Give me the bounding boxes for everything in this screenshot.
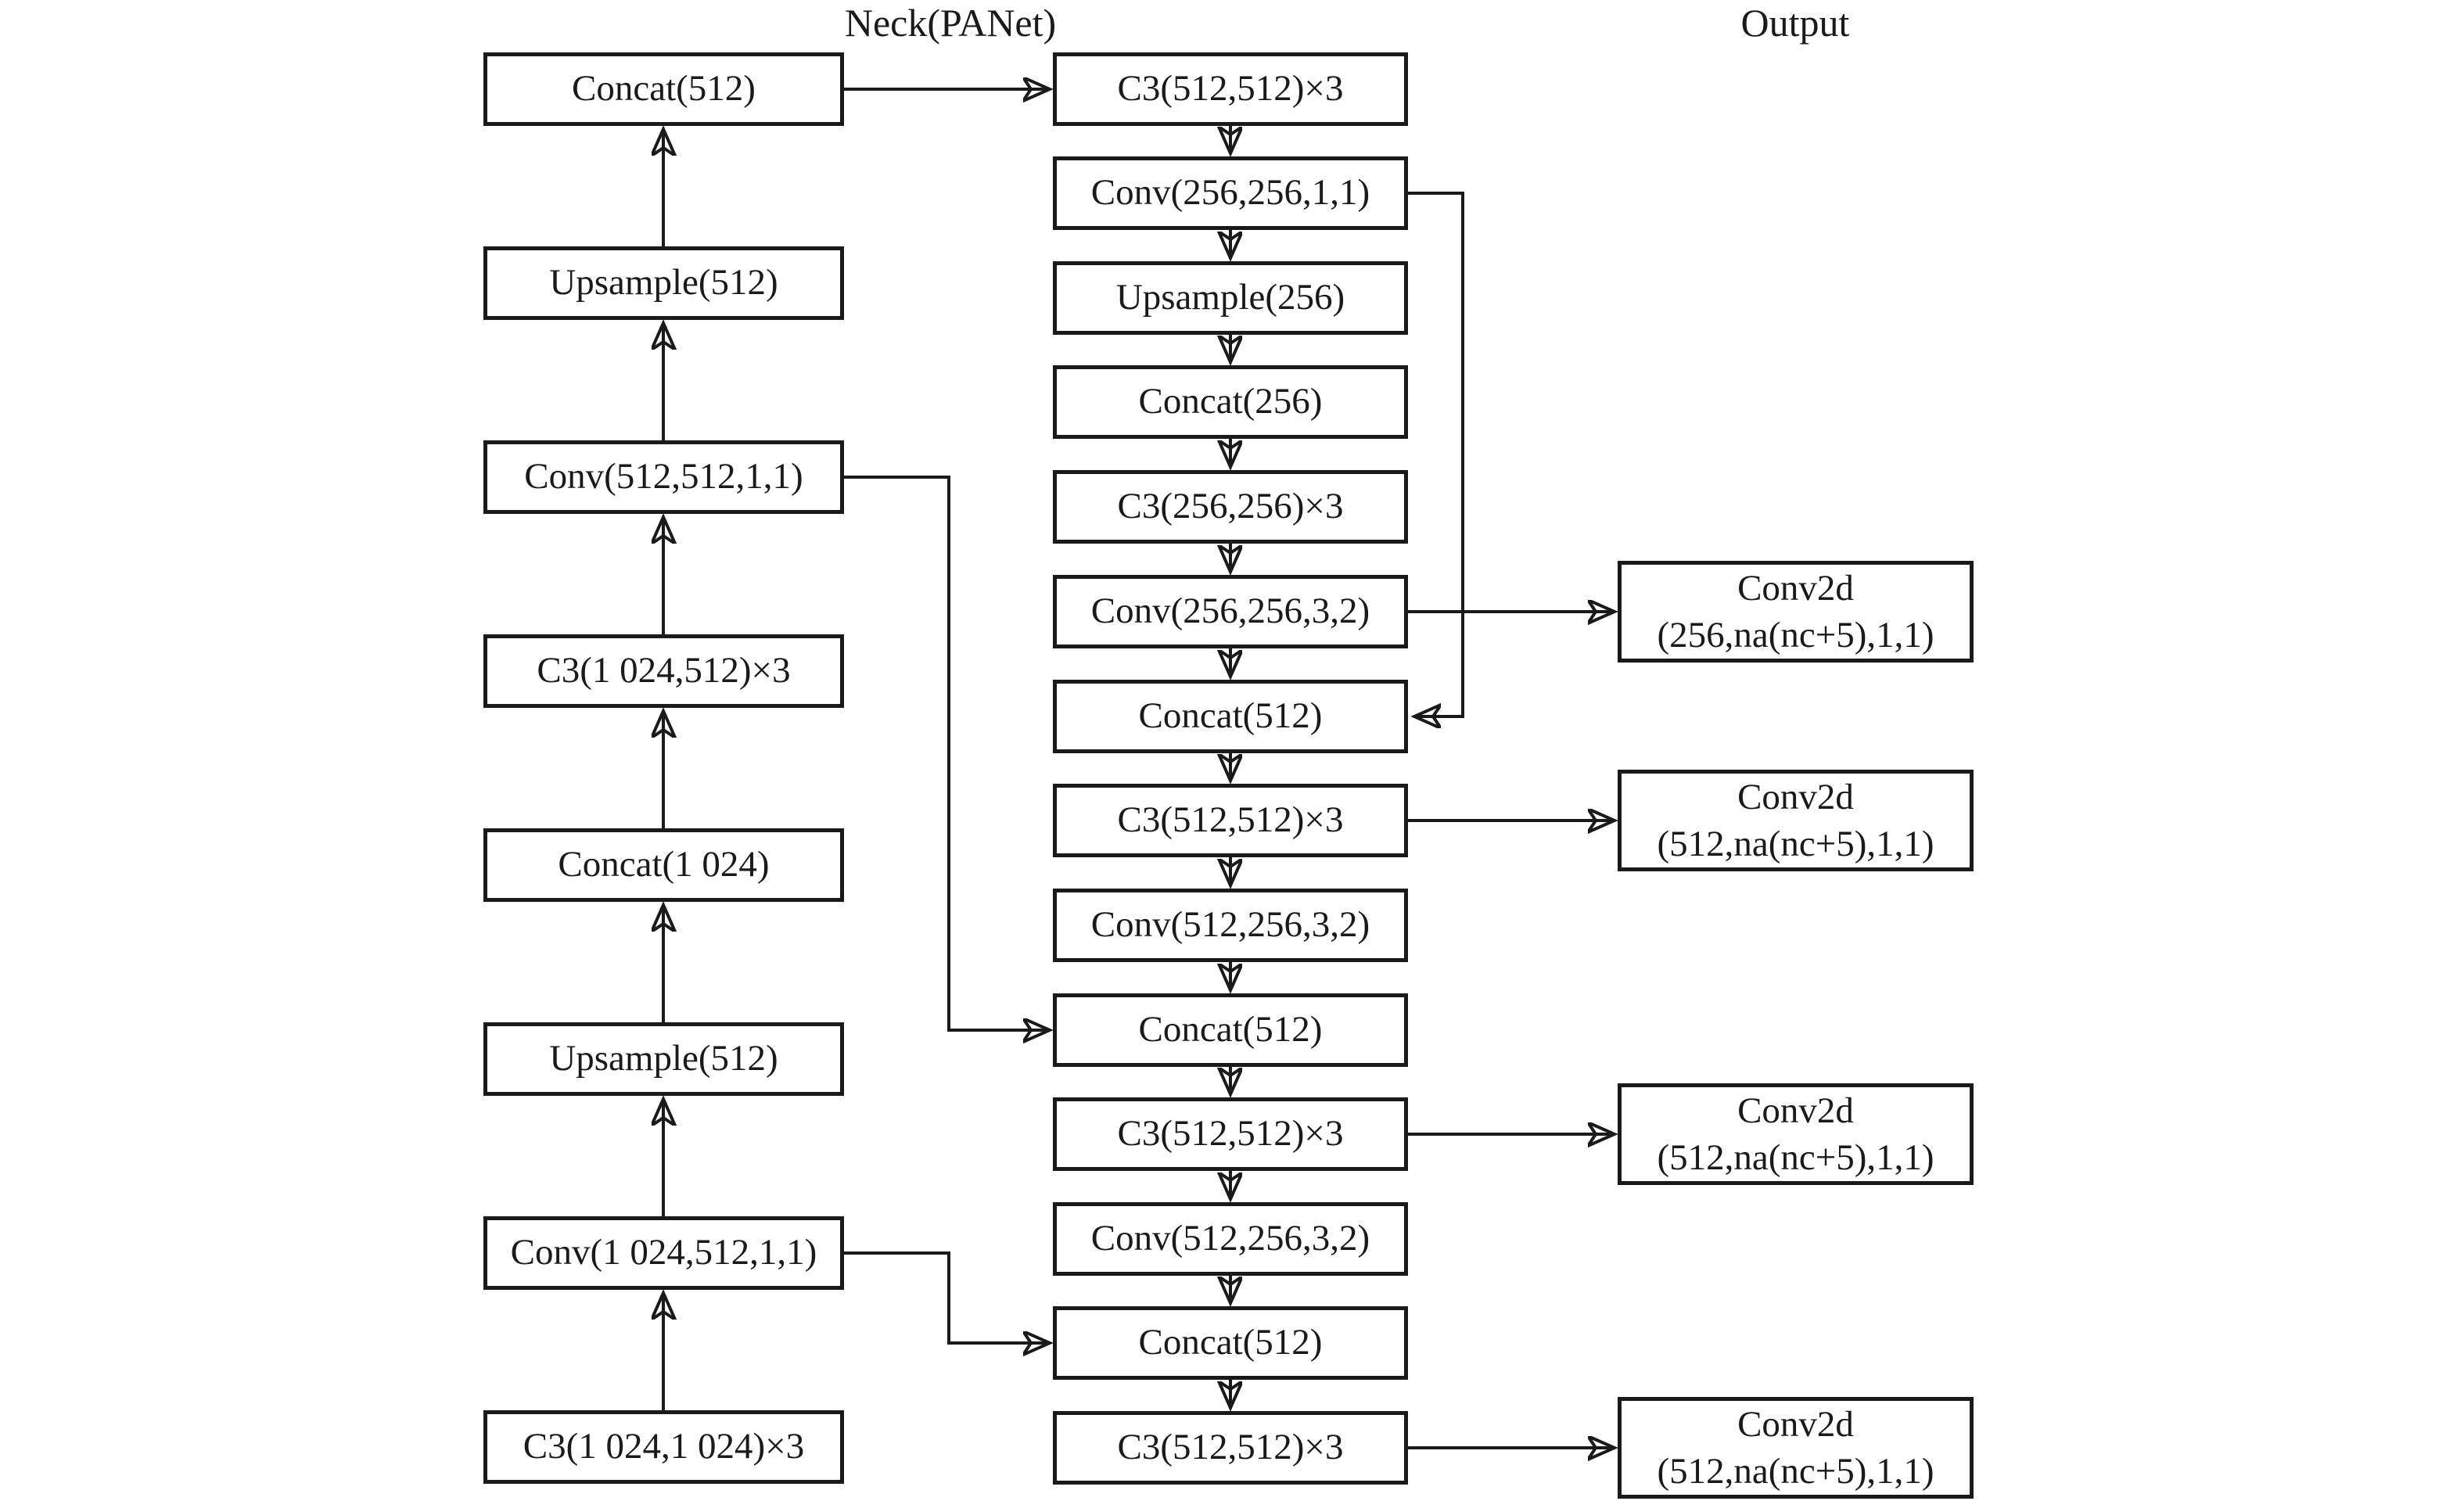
node-c3-512-512-3: C3(512,512)×3 — [1053, 1097, 1408, 1171]
node-concat-256: Concat(256) — [1053, 365, 1408, 439]
node-c3-1024-1024: C3(1 024,1 024)×3 — [483, 1410, 844, 1484]
node-concat-512-c: Concat(512) — [1053, 1306, 1408, 1380]
output-section-title: Output — [1740, 1, 1850, 45]
node-conv-256-256-3-2: Conv(256,256,3,2) — [1053, 575, 1408, 648]
node-c3-256-256: C3(256,256)×3 — [1053, 470, 1408, 544]
arrow-l7-m13-skip — [844, 1251, 1050, 1343]
node-conv-512-256-3-2-b: Conv(512,256,3,2) — [1053, 1202, 1408, 1276]
node-concat-512-a: Concat(512) — [1053, 680, 1408, 753]
node-c3-512-512-2: C3(512,512)×3 — [1053, 784, 1408, 857]
node-conv-512-512-1-1: Conv(512,512,1,1) — [483, 440, 844, 514]
node-conv-256-256-1-1: Conv(256,256,1,1) — [1053, 156, 1408, 230]
conv2d-head-4-line1: Conv2d — [1737, 1403, 1854, 1445]
arrow-m2-m7-skip — [1408, 192, 1464, 716]
neck-section-title: Neck(PANet) — [844, 1, 1057, 45]
node-conv2d-head-2: Conv2d (512,na(nc+5),1,1) — [1618, 770, 1974, 871]
node-concat-512-left: Concat(512) — [483, 52, 844, 126]
conv2d-head-1-line2: (256,na(nc+5),1,1) — [1657, 615, 1934, 655]
conv2d-head-3-line2: (512,na(nc+5),1,1) — [1657, 1137, 1934, 1178]
node-conv2d-head-3: Conv2d (512,na(nc+5),1,1) — [1618, 1083, 1974, 1185]
node-conv-512-256-3-2-a: Conv(512,256,3,2) — [1053, 889, 1408, 962]
node-concat-512-b: Concat(512) — [1053, 993, 1408, 1067]
node-c3-512-512-4: C3(512,512)×3 — [1053, 1411, 1408, 1485]
node-conv-1024-512-1-1: Conv(1 024,512,1,1) — [483, 1216, 844, 1290]
conv2d-head-3-line1: Conv2d — [1737, 1090, 1854, 1131]
node-conv2d-head-1: Conv2d (256,na(nc+5),1,1) — [1618, 561, 1974, 663]
conv2d-head-4-line2: (512,na(nc+5),1,1) — [1657, 1451, 1934, 1492]
arrow-l3-m10-skip — [844, 476, 1050, 1030]
conv2d-head-2-line2: (512,na(nc+5),1,1) — [1657, 824, 1934, 864]
node-concat-1024: Concat(1 024) — [483, 828, 844, 902]
node-conv2d-head-4: Conv2d (512,na(nc+5),1,1) — [1618, 1397, 1974, 1499]
node-upsample-512-lower: Upsample(512) — [483, 1022, 844, 1096]
conv2d-head-1-line1: Conv2d — [1737, 567, 1854, 609]
node-upsample-512-upper: Upsample(512) — [483, 246, 844, 320]
node-c3-1024-512: C3(1 024,512)×3 — [483, 634, 844, 708]
node-c3-512-512-1: C3(512,512)×3 — [1053, 52, 1408, 126]
node-upsample-256: Upsample(256) — [1053, 261, 1408, 335]
conv2d-head-2-line1: Conv2d — [1737, 776, 1854, 817]
